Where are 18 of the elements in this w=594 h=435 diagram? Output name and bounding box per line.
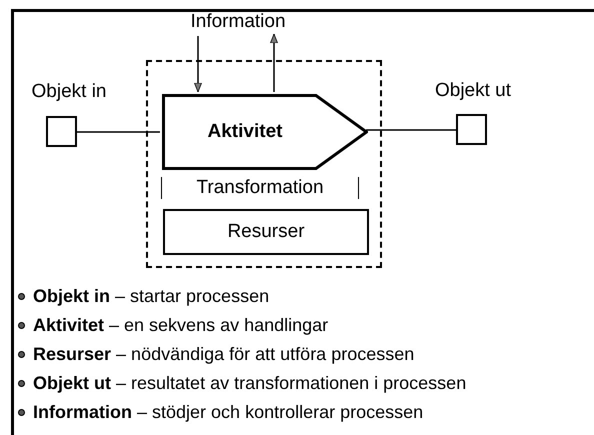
connector-line: [77, 131, 160, 133]
activity-pentagon: Aktivitet: [162, 94, 368, 170]
object-label: Objekt in: [30, 80, 108, 104]
object-label: Objekt ut: [434, 79, 512, 103]
legend-text: Aktivitet – en sekvens av handlingar: [33, 314, 328, 337]
arrow: [194, 36, 202, 92]
object-square: [46, 116, 77, 147]
arrow: [270, 34, 278, 92]
information-label: Information: [178, 10, 298, 34]
legend-text: Objekt in – startar processen: [33, 285, 270, 308]
connector-line: [366, 129, 456, 131]
dashed-frame: [146, 60, 382, 268]
legend-text: Objekt ut – resultatet av transformationen i processen: [33, 372, 466, 395]
object-square: [456, 114, 487, 145]
resource-box: Resurser: [163, 209, 369, 255]
legend-text: Resurser – nödvändiga för att utföra processen: [33, 343, 414, 366]
bracket-label: Transformation: [161, 177, 359, 199]
legend-text: Information – stödjer och kontrollerar processen: [33, 401, 424, 424]
